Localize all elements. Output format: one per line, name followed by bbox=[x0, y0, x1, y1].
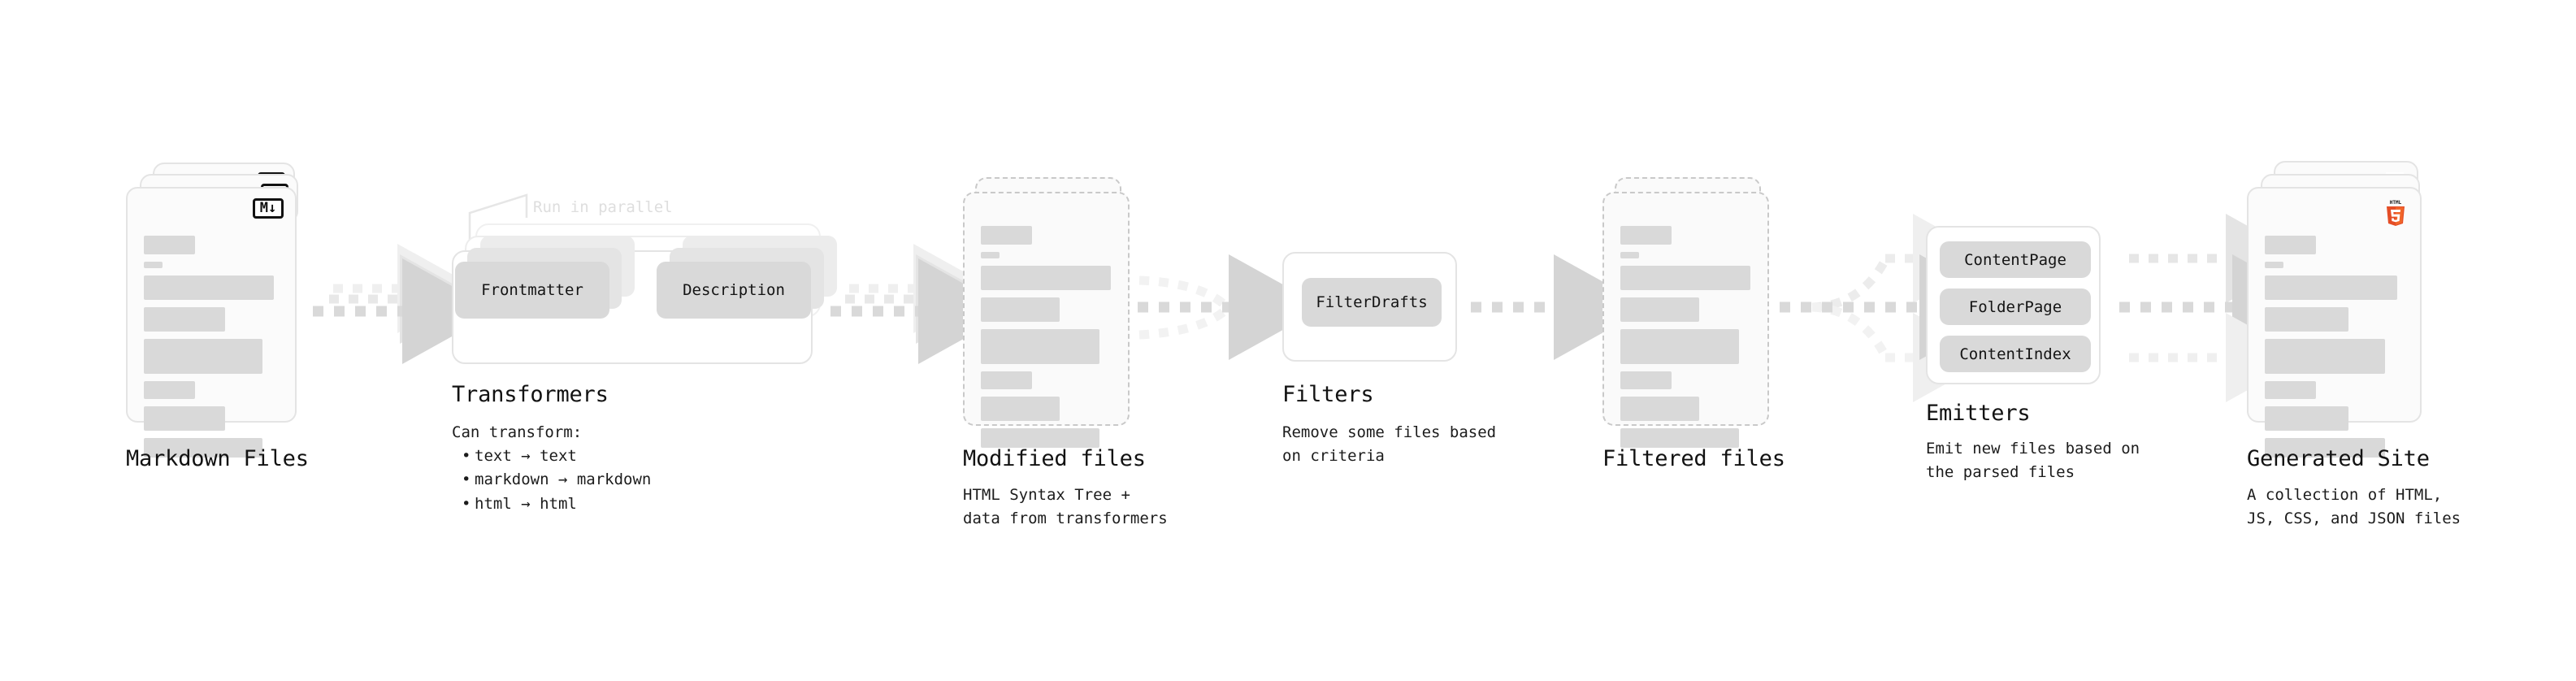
skeleton-bar bbox=[981, 297, 1060, 322]
arrow-markdown-to-transformers bbox=[313, 244, 497, 364]
modified-card-front[interactable] bbox=[963, 192, 1130, 448]
emitter-chip-contentpage[interactable]: ContentPage bbox=[1940, 241, 2091, 278]
modified-card-content bbox=[965, 193, 1128, 448]
skeleton-bar bbox=[144, 438, 262, 458]
modified-files-title: Modified files bbox=[963, 446, 1146, 471]
skeleton-bar bbox=[144, 307, 225, 332]
skeleton-bar bbox=[2265, 275, 2397, 300]
arrow-emitters-to-site bbox=[2119, 214, 2327, 402]
transformer-chip-description[interactable]: Description bbox=[657, 262, 811, 319]
transformers-bullet-item: text → text bbox=[462, 445, 651, 469]
arrow-transformers-to-modified bbox=[830, 244, 1013, 364]
skeleton-bar bbox=[144, 262, 163, 268]
markdown-card-front[interactable]: M↓ bbox=[126, 187, 297, 458]
skeleton-bar bbox=[2265, 339, 2385, 374]
filters-group[interactable]: FilterDrafts bbox=[1282, 252, 1457, 362]
generated-card-html[interactable]: HTML bbox=[2247, 187, 2422, 458]
skeleton-bar bbox=[1620, 226, 1672, 245]
generated-card-content bbox=[2249, 189, 2420, 458]
markdown-files-title: Markdown Files bbox=[126, 446, 309, 471]
svg-text:HTML: HTML bbox=[2390, 200, 2402, 206]
transformers-group[interactable]: Frontmatter Description bbox=[452, 236, 837, 364]
emitters-title: Emitters bbox=[1926, 401, 2031, 426]
filtered-files-title: Filtered files bbox=[1602, 446, 1785, 471]
skeleton-bar bbox=[981, 428, 1099, 448]
generated-site-stack: CSS HTML bbox=[2247, 161, 2450, 458]
skeleton-bar bbox=[144, 381, 195, 399]
arrow-modified-to-filters bbox=[1138, 254, 1324, 360]
transformers-bullet-list: text → text markdown → markdown html → h… bbox=[462, 445, 651, 517]
skeleton-bar bbox=[2265, 307, 2348, 332]
skeleton-bar bbox=[1620, 297, 1699, 322]
filtered-files-stack bbox=[1602, 177, 1789, 448]
skeleton-bar bbox=[144, 236, 195, 254]
transformer-chip-frontmatter[interactable]: Frontmatter bbox=[455, 262, 609, 319]
markdown-badge-icon: M↓ bbox=[253, 198, 284, 219]
skeleton-bar bbox=[2265, 236, 2316, 254]
skeleton-bar bbox=[981, 266, 1111, 290]
filtered-card-front[interactable] bbox=[1602, 192, 1769, 448]
skeleton-bar bbox=[981, 397, 1060, 421]
modified-files-description: HTML Syntax Tree + data from transformer… bbox=[963, 486, 1168, 527]
generated-site-title: Generated Site bbox=[2247, 446, 2430, 471]
skeleton-bar bbox=[1620, 266, 1750, 290]
arrow-filtered-to-emitters bbox=[1780, 214, 2014, 402]
skeleton-bar bbox=[1620, 371, 1672, 389]
markdown-card-content bbox=[128, 189, 295, 458]
skeleton-bar bbox=[2265, 262, 2283, 268]
skeleton-bar bbox=[1620, 428, 1739, 448]
emitters-description: Emit new files based on the parsed files bbox=[1926, 440, 2140, 481]
modified-files-stack bbox=[963, 177, 1150, 448]
skeleton-bar bbox=[1620, 252, 1639, 258]
run-in-parallel-label: Run in parallel bbox=[533, 198, 673, 216]
generated-site-description: A collection of HTML, JS, CSS, and JSON … bbox=[2247, 486, 2461, 527]
html5-badge-icon: HTML bbox=[2384, 198, 2407, 228]
markdown-files-stack: M↓ M↓ M↓ bbox=[126, 163, 321, 458]
emitter-chip-folderpage[interactable]: FolderPage bbox=[1940, 288, 2091, 325]
skeleton-bar bbox=[1620, 329, 1739, 364]
skeleton-bar bbox=[981, 226, 1032, 245]
skeleton-bar bbox=[2265, 381, 2316, 399]
skeleton-bar bbox=[981, 252, 1000, 258]
skeleton-bar bbox=[2265, 406, 2348, 431]
transformers-description-head: Can transform: bbox=[452, 423, 583, 441]
transformers-bullet-item: html → html bbox=[462, 492, 651, 517]
skeleton-bar bbox=[981, 371, 1032, 389]
skeleton-bar bbox=[144, 275, 274, 300]
skeleton-bar bbox=[1620, 397, 1699, 421]
emitters-group[interactable]: ContentPage FolderPage ContentIndex bbox=[1926, 226, 2101, 384]
transformers-title: Transformers bbox=[452, 382, 609, 407]
skeleton-bar bbox=[981, 329, 1099, 364]
filter-chip-filterdrafts[interactable]: FilterDrafts bbox=[1302, 278, 1442, 327]
filters-title: Filters bbox=[1282, 382, 1374, 407]
skeleton-bar bbox=[144, 339, 262, 374]
skeleton-bar bbox=[144, 406, 225, 431]
skeleton-bar bbox=[2265, 438, 2385, 458]
transformers-bullet-item: markdown → markdown bbox=[462, 468, 651, 492]
filtered-card-content bbox=[1604, 193, 1767, 448]
filters-description: Remove some files based on criteria bbox=[1282, 423, 1497, 465]
emitter-chip-contentindex[interactable]: ContentIndex bbox=[1940, 336, 2091, 372]
